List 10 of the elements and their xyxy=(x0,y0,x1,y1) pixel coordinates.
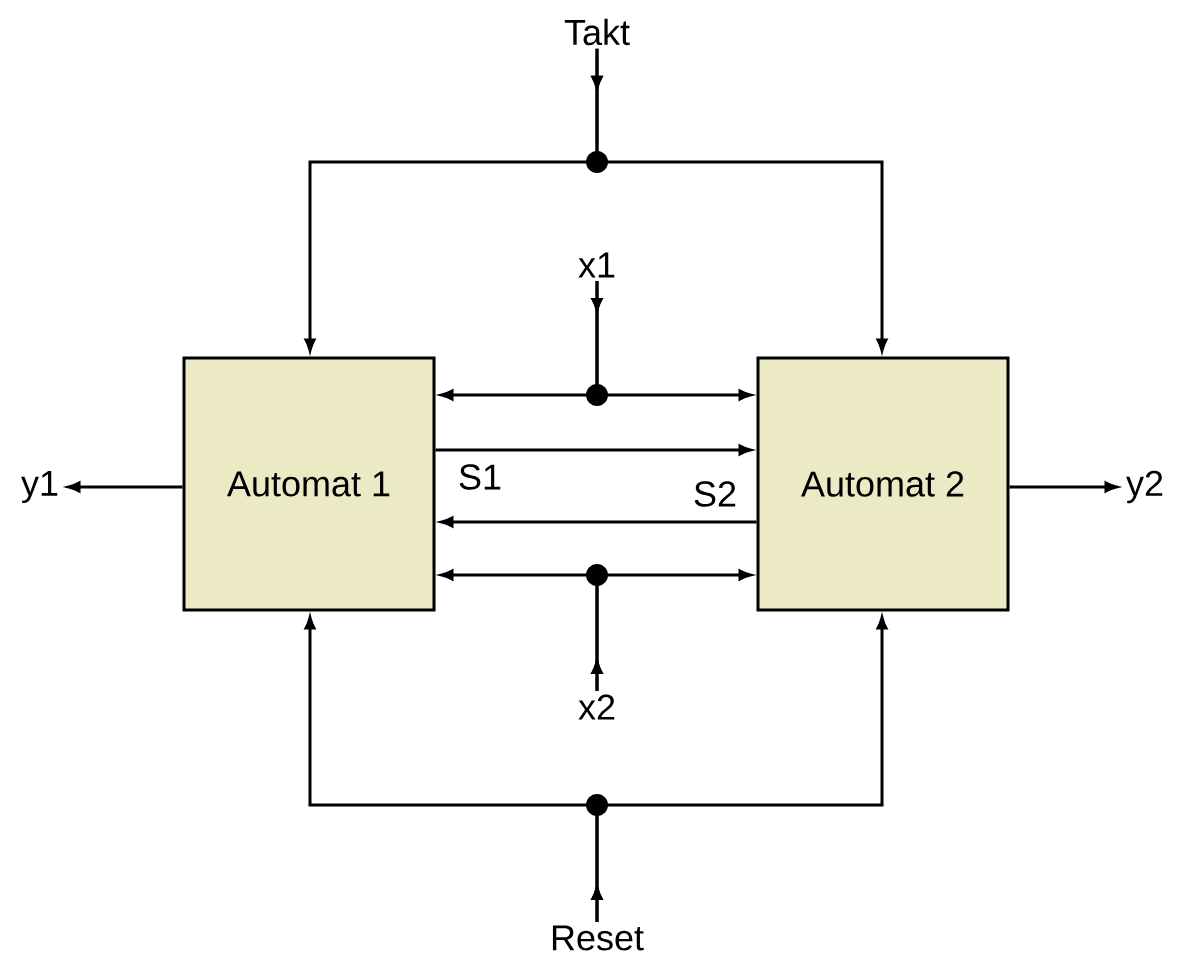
edge-label: S2 xyxy=(692,480,739,508)
edge-label: S1 xyxy=(457,463,504,491)
signal-label: Takt xyxy=(564,18,630,46)
signal-label: y2 xyxy=(1126,470,1163,504)
process-box: Automat 1 xyxy=(182,356,436,612)
signal-label: x2 xyxy=(578,694,615,720)
process-box: Automat 2 xyxy=(756,356,1010,612)
signal-label: Reset xyxy=(552,925,644,951)
signal-label: x1 xyxy=(578,252,615,278)
signal-label: y1 xyxy=(21,470,58,504)
